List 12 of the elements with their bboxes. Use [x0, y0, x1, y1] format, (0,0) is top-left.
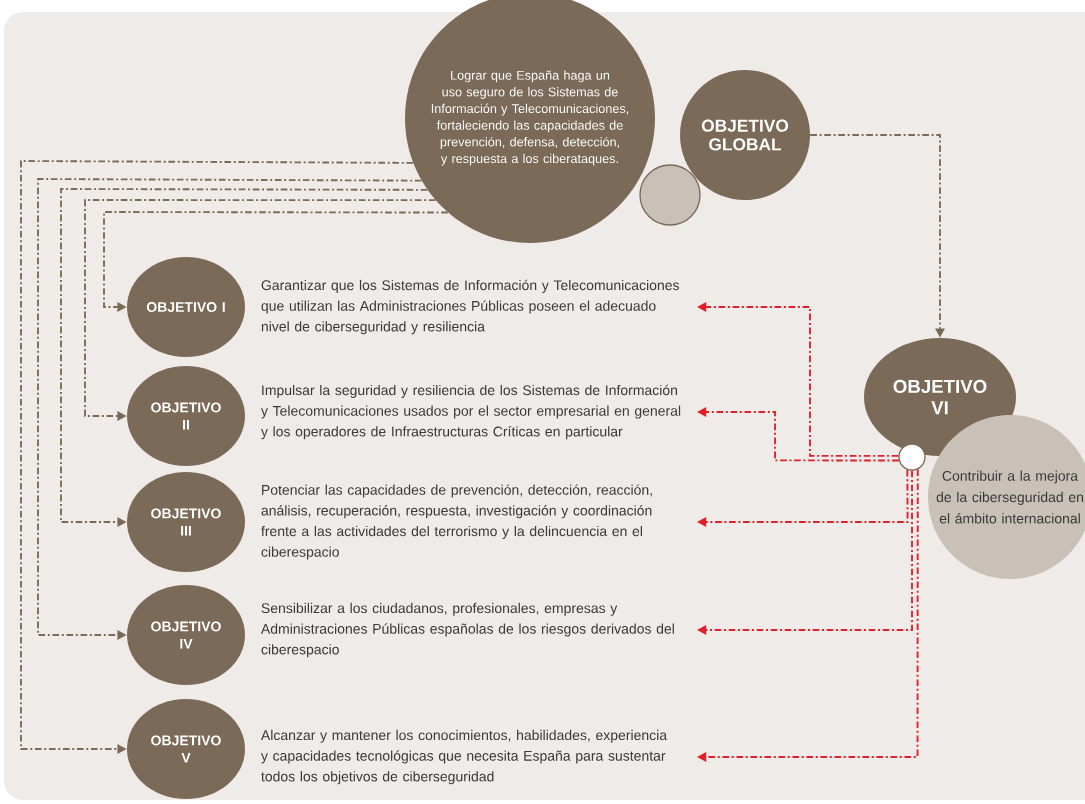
connector-arrow: [103, 211, 449, 312]
connector-arrow: [37, 178, 423, 640]
description-text: Garantizar que los Sistemas de Información y Telecomunicaciones que utilizan las Administraciones Públicas poseen el adecuado nivel de ciberseguridad y resiliencia: [261, 279, 679, 335]
description-text: Sensibilizar a los ciudadanos, profesionales, empresas y Administraciones Públicas españolas de los riesgos derivados del ciberespacio: [260, 602, 674, 658]
description-text: Potenciar las capacidades de prevención, detección, reacción, análisis, recuperación, respuesta, investigación y coordinación frente a las actividades del terrorismo y la delincuencia en el ciberespacio: [261, 484, 652, 560]
connector-arrow: [84, 199, 437, 421]
description-text: Impulsar la seguridad y resiliencia de los Sistemas de Información y Telecomunicaciones usados por el sector empresarial en general y los operadores de Infraestructuras Críticas en particular: [261, 384, 681, 440]
connector-arrow: [20, 160, 414, 754]
connector-arrow: [60, 188, 429, 527]
circle: [639, 164, 701, 226]
description-text: Alcanzar y mantener los conocimientos, habilidades, experiencia y capacidades tecnológicas que necesita España para sustentar todos los objetivos de ciberseguridad: [260, 729, 668, 785]
circle: [898, 443, 926, 471]
